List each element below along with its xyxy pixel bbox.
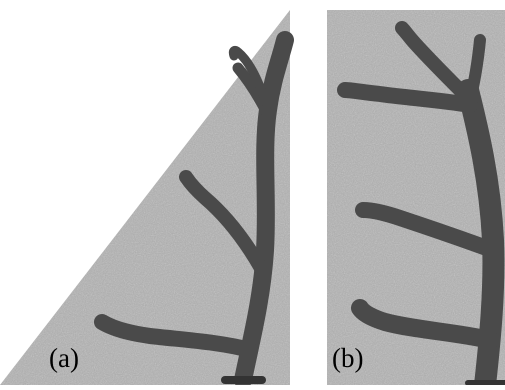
panel-a-label: (a) [49, 345, 79, 372]
panel-a [0, 0, 300, 385]
panel-b [327, 10, 505, 385]
panel-b-label: (b) [332, 345, 363, 372]
